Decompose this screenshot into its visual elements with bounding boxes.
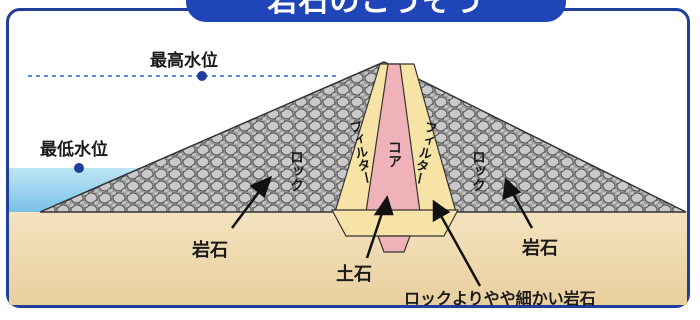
rock-left-arrowhead [249, 175, 273, 199]
min-water-level-marker [74, 163, 84, 173]
soil-arrowhead [373, 195, 394, 216]
rock-material-left-label: 岩石 [192, 240, 228, 261]
rock-left-zone-label: ロック [288, 150, 304, 192]
filter-material-label: ロックよりやや細かい岩石 [404, 289, 596, 308]
core-cutoff [377, 235, 411, 253]
core-zone-label: コア [386, 140, 402, 168]
rock-right-arrow [510, 191, 534, 229]
max-water-level-marker [197, 71, 207, 81]
min-water-level-label: 最低水位 [40, 140, 108, 160]
rock-right-zone-label: ロック [470, 150, 486, 192]
diagram-title: 岩石のこうぞう [186, 0, 566, 22]
rock-right-arrowhead [502, 177, 522, 200]
foundation-trench [330, 209, 460, 237]
soil-material-label: 土石 [336, 264, 372, 285]
soil-arrow [365, 209, 385, 259]
max-water-level-label: 最高水位 [150, 51, 218, 71]
rock-material-right-label: 岩石 [522, 238, 558, 259]
filter-arrow [438, 213, 482, 287]
rock-left-arrow [231, 187, 263, 229]
filter-arrowhead [432, 199, 451, 223]
